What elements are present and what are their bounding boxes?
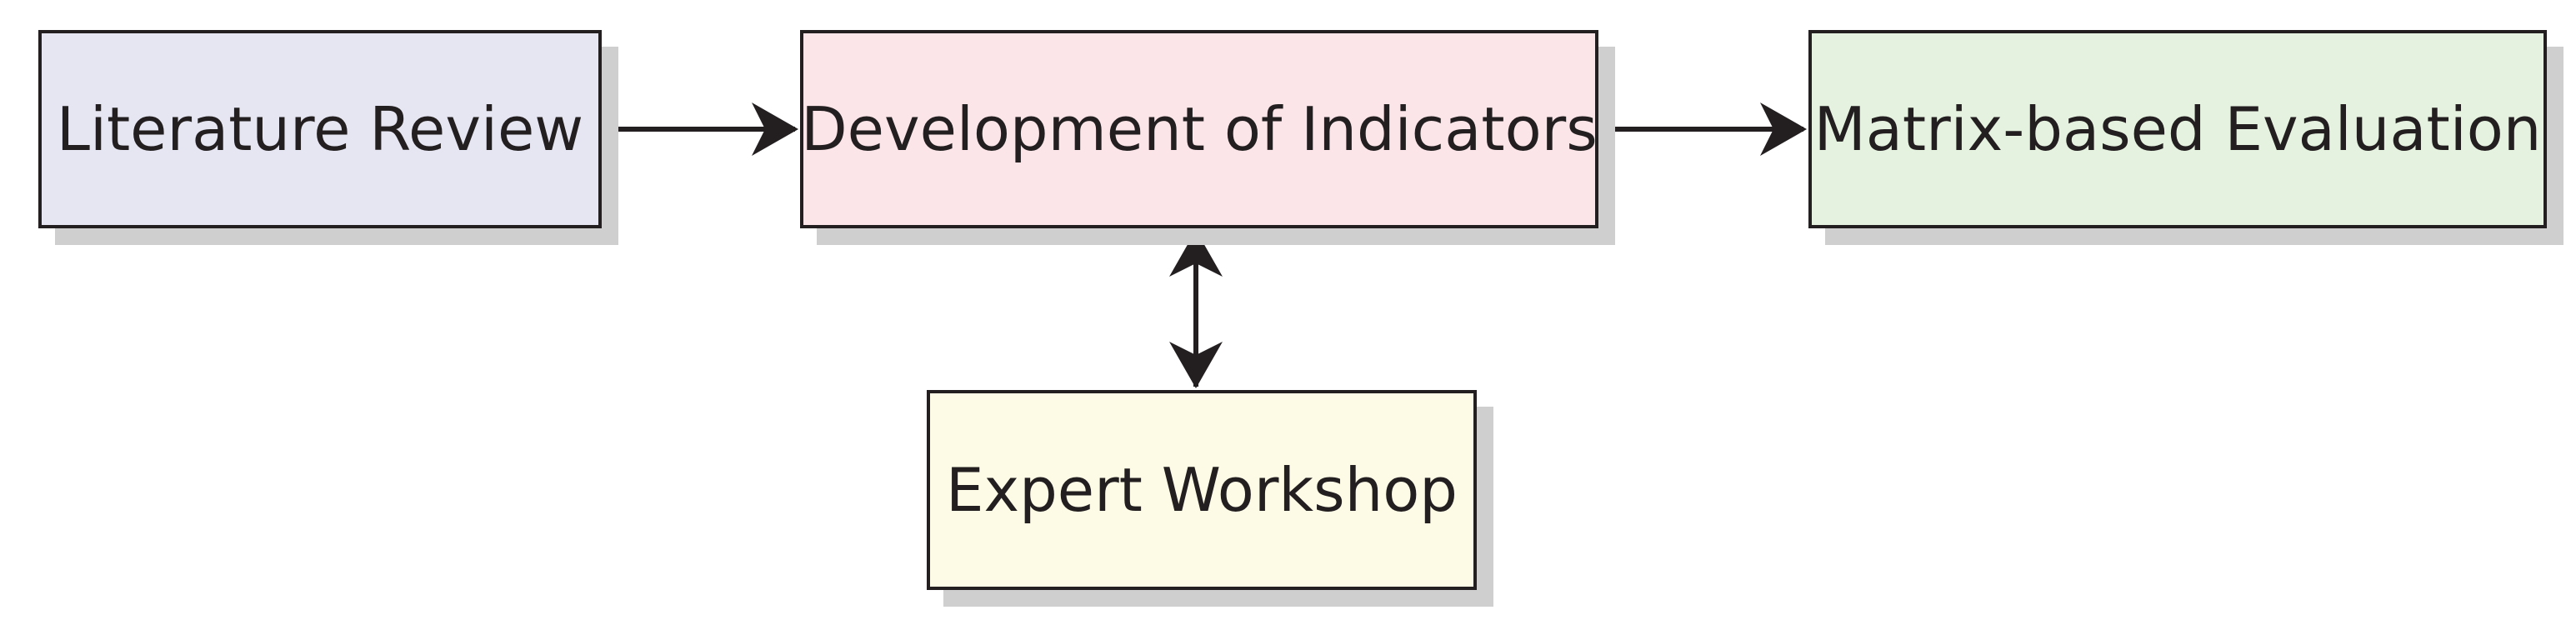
arrowhead-down-icon: [1169, 342, 1223, 388]
node-label: Literature Review: [56, 94, 584, 164]
node-label: Matrix-based Evaluation: [1813, 94, 2542, 164]
node-matrix-based-evaluation: Matrix-based Evaluation: [1808, 30, 2547, 228]
node-development-of-indicators: Development of Indicators: [800, 30, 1598, 228]
edge-development-expert-bidirectional: [1169, 230, 1223, 388]
arrowhead-icon: [1760, 102, 1807, 156]
arrowhead-up-icon: [1169, 230, 1223, 277]
node-expert-workshop: Expert Workshop: [927, 390, 1477, 590]
node-label: Development of Indicators: [801, 94, 1598, 164]
node-literature-review: Literature Review: [38, 30, 602, 228]
arrowhead-icon: [752, 102, 798, 156]
edge-development-to-matrix: [1598, 102, 1807, 156]
node-label: Expert Workshop: [945, 455, 1458, 525]
edge-literature-to-development: [602, 102, 798, 156]
